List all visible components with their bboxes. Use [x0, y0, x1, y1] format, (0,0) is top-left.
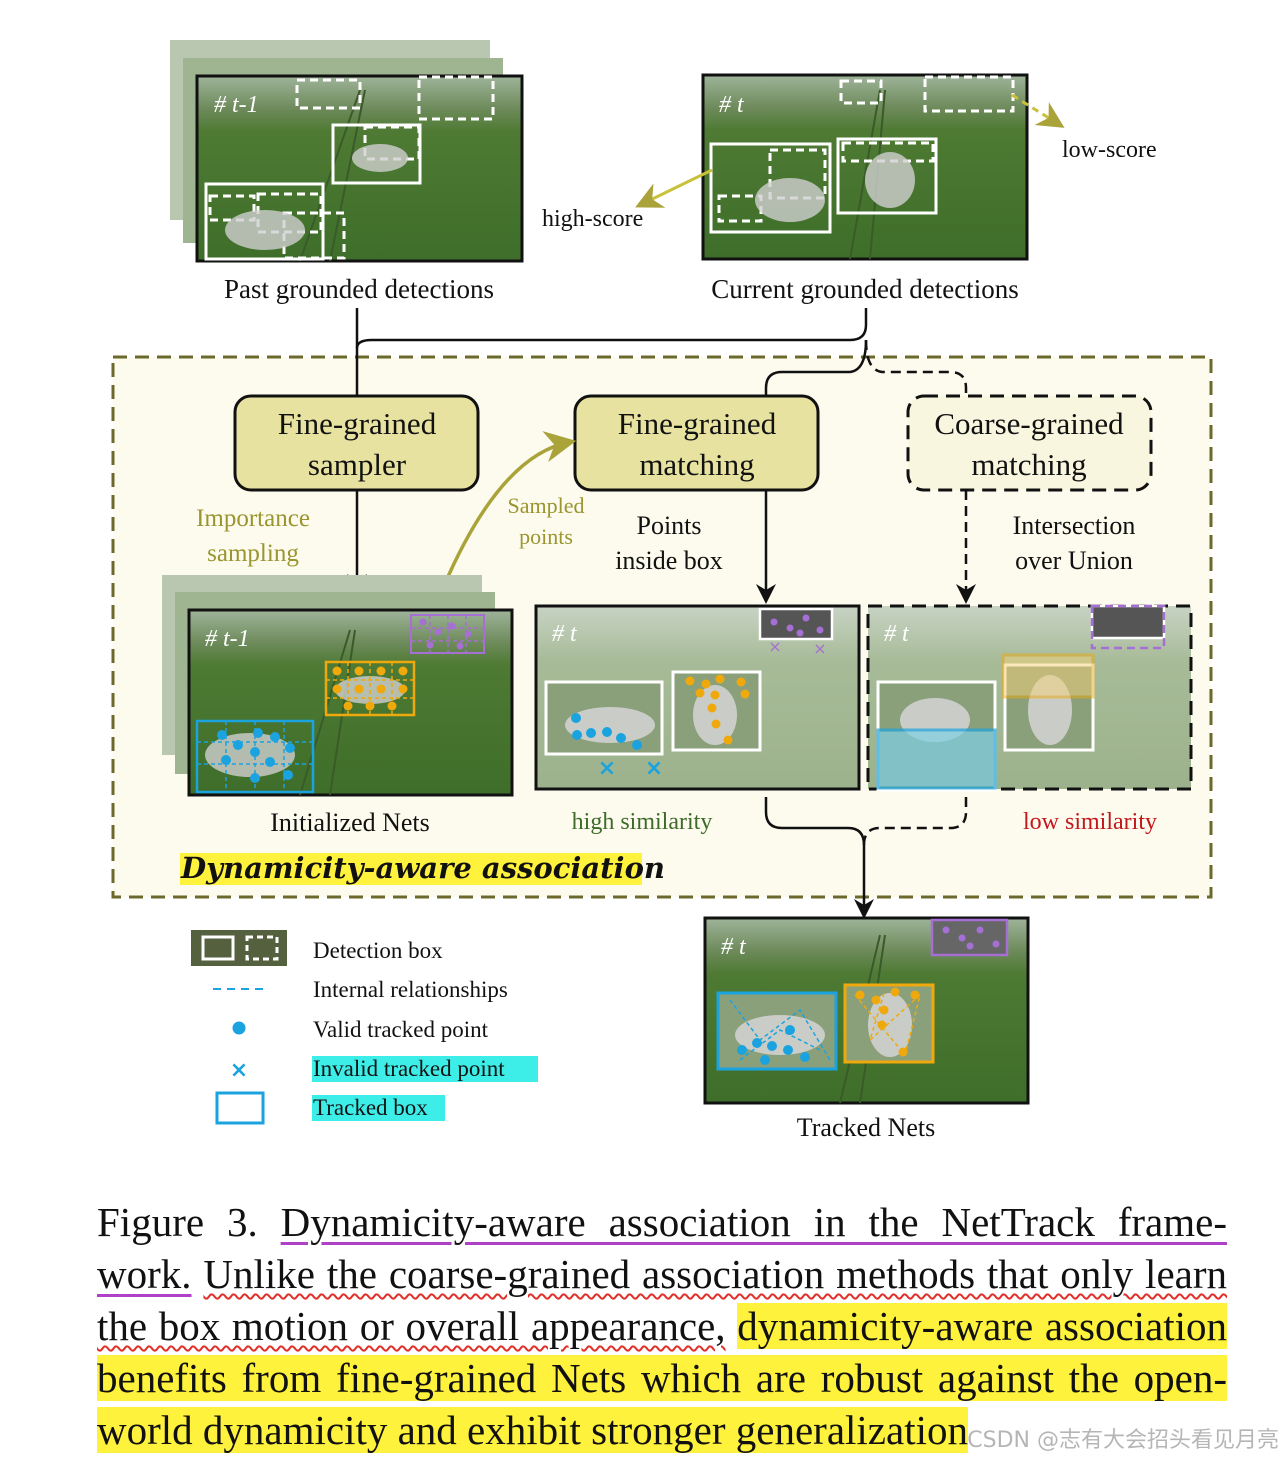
legend: × Detection box Internal relationships V…	[191, 930, 538, 1125]
low-score-label: low-score	[1062, 137, 1157, 163]
past-frame-label: # t-1	[214, 92, 259, 118]
sampled-points-2: points	[519, 524, 573, 549]
coarse-matching-line2: matching	[971, 447, 1086, 482]
importance-sampling-1: Importance	[196, 505, 310, 532]
past-frames-stack: # t-1	[170, 40, 524, 263]
legend-invalid-point-icon: ×	[230, 1058, 248, 1083]
low-similarity-label: low similarity	[1023, 809, 1157, 835]
module-title-highlight	[180, 853, 642, 885]
merge-left	[764, 797, 866, 846]
fine-branch	[764, 339, 868, 396]
initialized-nets-frame: # t-1	[162, 575, 514, 797]
high-similarity-label: high similarity	[572, 809, 713, 835]
legend-valid-point-icon	[232, 1021, 246, 1035]
module-title: Dynamicity-aware association	[180, 851, 665, 885]
caption-sentence-wavy: Unlike the coarse-grained association me…	[97, 1251, 1227, 1349]
current-frame-label: # t	[719, 92, 745, 118]
watermark: CSDN @志有大会招头看见月亮	[967, 1428, 1279, 1453]
tracked-frame-label: # t	[721, 934, 747, 960]
initialized-nets-label: Initialized Nets	[270, 808, 430, 837]
legend-tracked-box: Tracked box	[313, 1095, 428, 1120]
svg-text:×: ×	[645, 756, 663, 781]
coarse-branch	[864, 339, 968, 396]
legend-detection-box-icon	[191, 930, 287, 966]
sampler-line1: Fine-grained	[278, 406, 437, 441]
fine-frame-label: # t	[552, 621, 578, 647]
legend-invalid: Invalid tracked point	[313, 1056, 505, 1081]
iou-1: Intersection	[1013, 511, 1136, 540]
figure-caption: Figure 3. Dynamicity-aware association i…	[97, 1196, 1228, 1456]
tracked-nets-frame: # t	[703, 916, 1030, 1105]
legend-internal: Internal relationships	[313, 977, 508, 1002]
fine-matching-line1: Fine-grained	[618, 406, 777, 441]
sampler-line2: sampler	[308, 447, 407, 482]
legend-valid: Valid tracked point	[313, 1017, 489, 1042]
tracked-nets-label: Tracked Nets	[797, 1113, 935, 1142]
nettrack-diagram: # t-1 # t high-score low-score Past grou…	[111, 40, 1213, 1142]
legend-detection-box: Detection box	[313, 938, 443, 963]
high-score-label: high-score	[542, 206, 643, 232]
importance-sampling-2: sampling	[207, 540, 299, 567]
caption-title: Dynamicity-aware association in the NetT…	[97, 1199, 1227, 1297]
fine-matching-line2: matching	[639, 447, 754, 482]
coarse-frame-label: # t	[884, 621, 910, 647]
legend-tracked-box-icon	[215, 1091, 265, 1125]
caption-prefix: Figure 3.	[97, 1199, 258, 1245]
high-score-arrow	[635, 168, 713, 208]
merge-right	[862, 797, 968, 846]
coarse-grained-matching-box	[906, 394, 1153, 492]
past-detections-label: Past grounded detections	[224, 274, 494, 304]
init-frame-label: # t-1	[205, 626, 250, 652]
top-bracket	[355, 308, 868, 349]
svg-text:×: ×	[768, 637, 781, 656]
coarse-matching-line1: Coarse-grained	[934, 406, 1124, 441]
sampled-points-1: Sampled	[508, 493, 585, 518]
sampled-points-arrow	[441, 431, 577, 589]
iou-2: over Union	[1015, 546, 1133, 575]
coarse-result-frame: # t	[866, 604, 1193, 792]
svg-text:×: ×	[813, 639, 826, 658]
points-inside-2: inside box	[615, 546, 723, 575]
low-score-arrow	[1011, 93, 1065, 128]
fine-grained-sampler-box	[233, 394, 480, 492]
current-detections-label: Current grounded detections	[711, 274, 1018, 304]
current-frame: # t	[701, 73, 1029, 261]
points-inside-1: Points	[636, 511, 701, 540]
svg-text:×: ×	[598, 756, 616, 781]
fine-result-frame: × × × × # t	[534, 604, 861, 791]
